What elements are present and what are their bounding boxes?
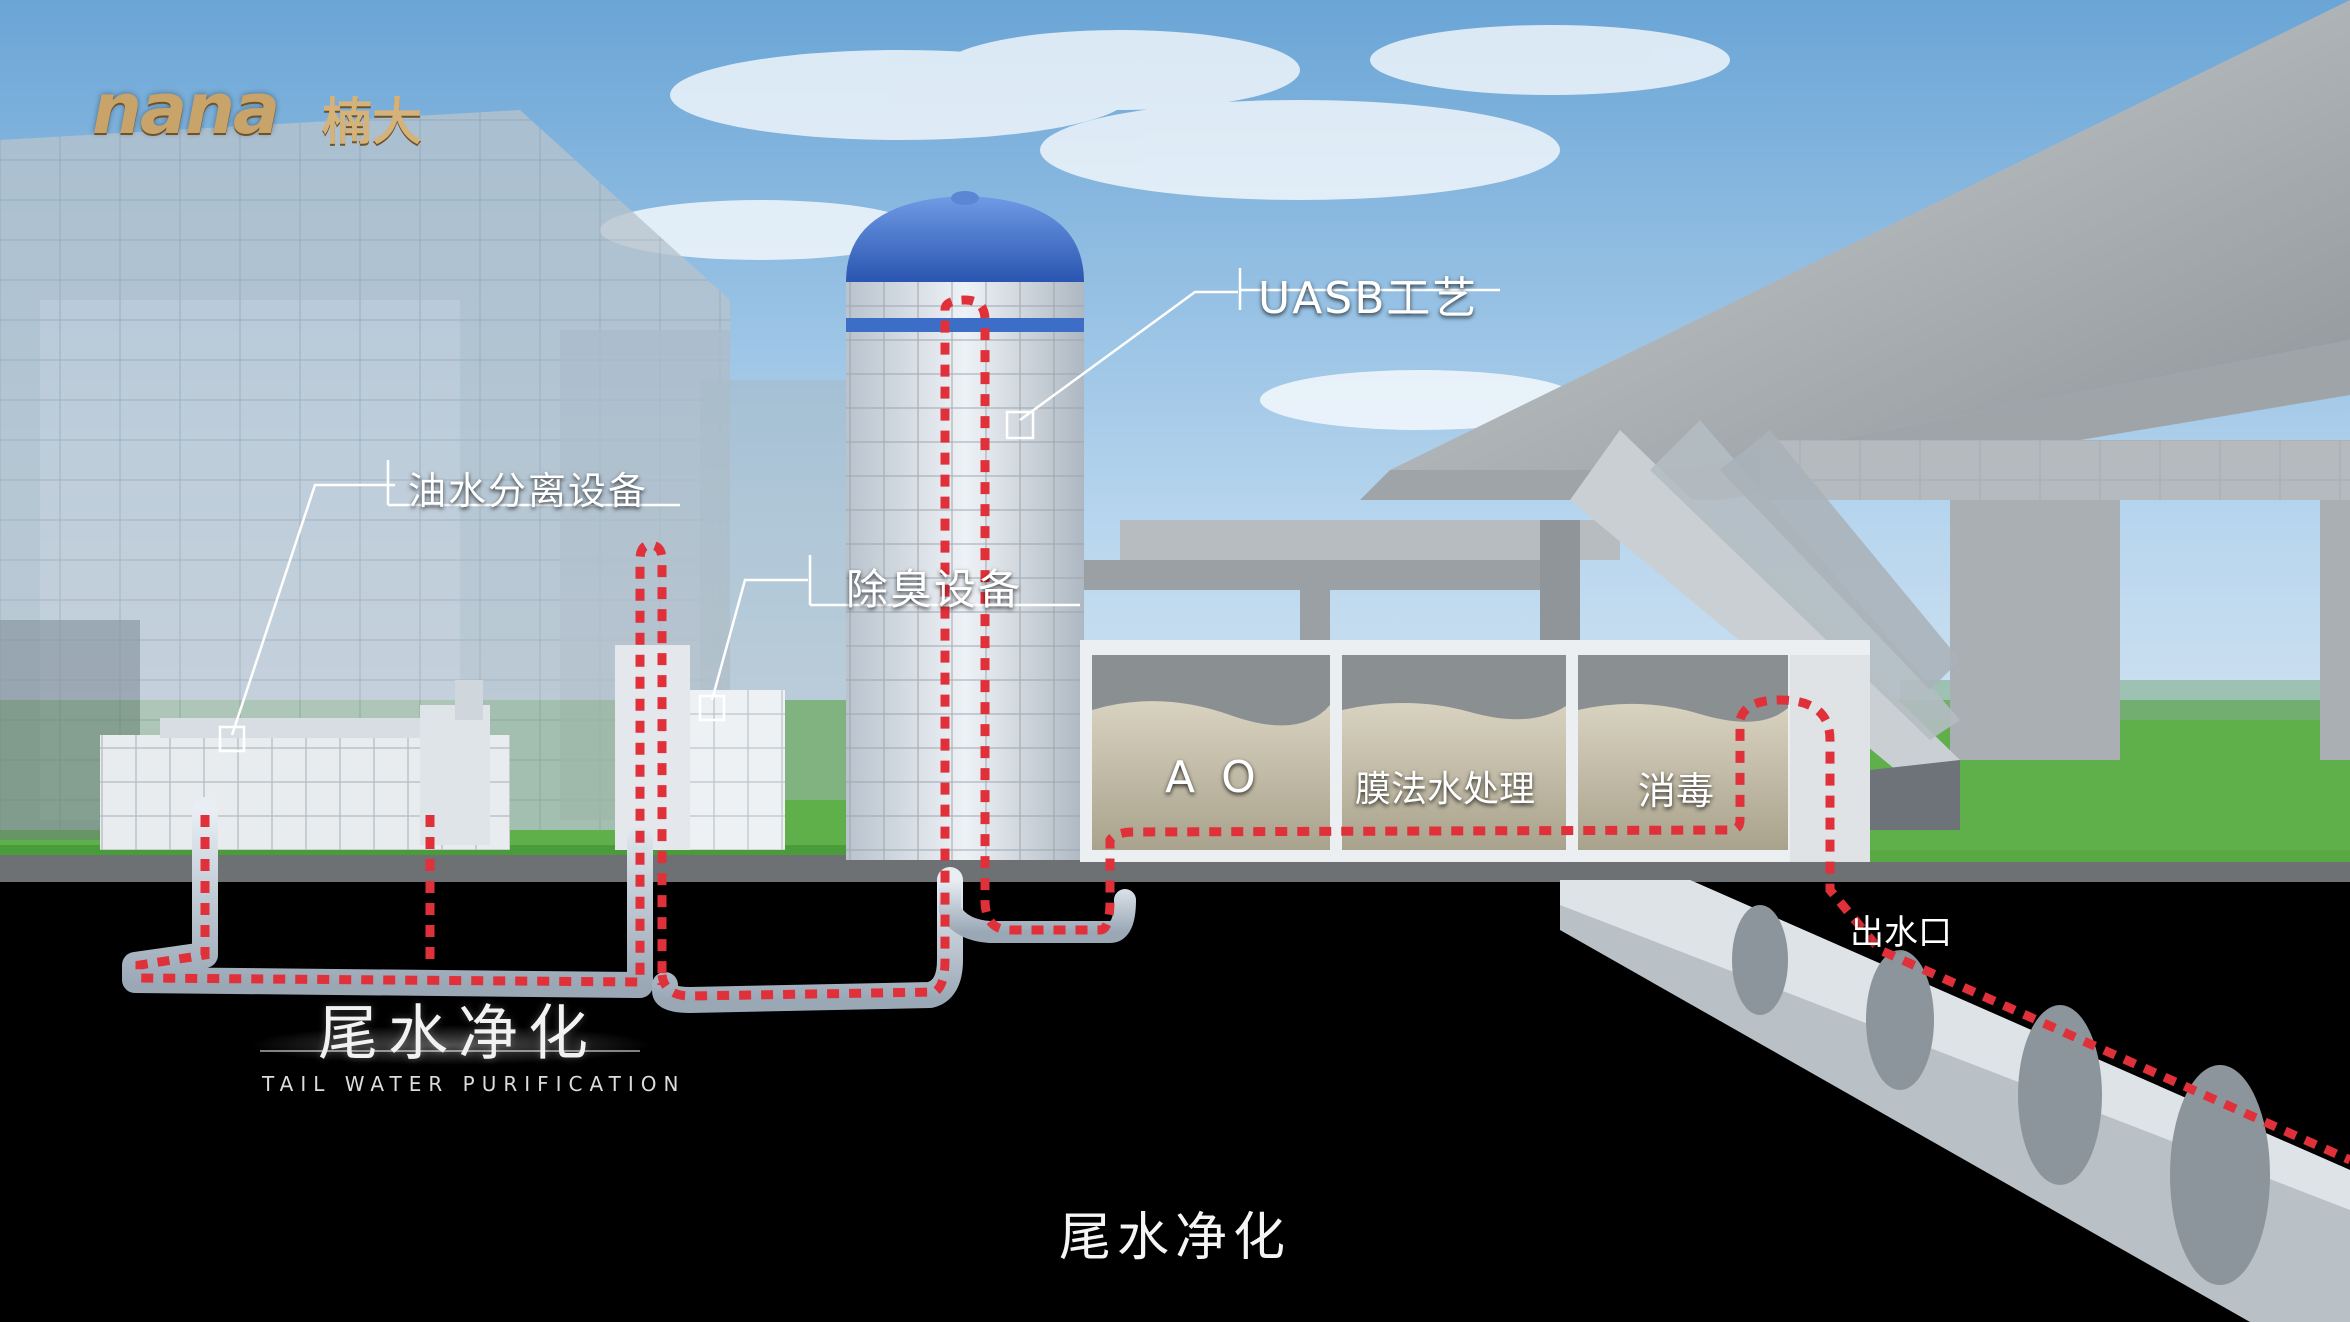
callout-deodorization: 除臭设备 [846, 565, 1023, 614]
glass-office-building [0, 110, 870, 840]
brand-logo-latin: nana [92, 68, 280, 150]
tank-label-ao: A O [1165, 752, 1262, 803]
uasb-reactor [846, 191, 1084, 860]
deodorization-equipment [615, 645, 785, 850]
clouds [600, 25, 1730, 430]
outlet-label: 出水口 [1850, 913, 1952, 953]
elevated-bridge [1080, 0, 2350, 760]
callout-uasb: UASB工艺 [1258, 273, 1479, 324]
section-title-english: TAIL WATER PURIFICATION [262, 1072, 686, 1096]
tank-label-membrane: 膜法水处理 [1355, 769, 1536, 810]
video-subtitle: 尾水净化 [1058, 1208, 1291, 1268]
tank-label-disinfection: 消毒 [1638, 769, 1715, 813]
flow-path [135, 295, 2350, 1165]
outlet-pipe [1560, 880, 2350, 1322]
callout-leaders [218, 268, 1500, 753]
callout-oil-water-separator: 油水分离设备 [408, 469, 649, 513]
section-title-chinese: 尾水净化 [318, 999, 598, 1069]
brand-logo-chinese: 楠大 [322, 93, 422, 151]
